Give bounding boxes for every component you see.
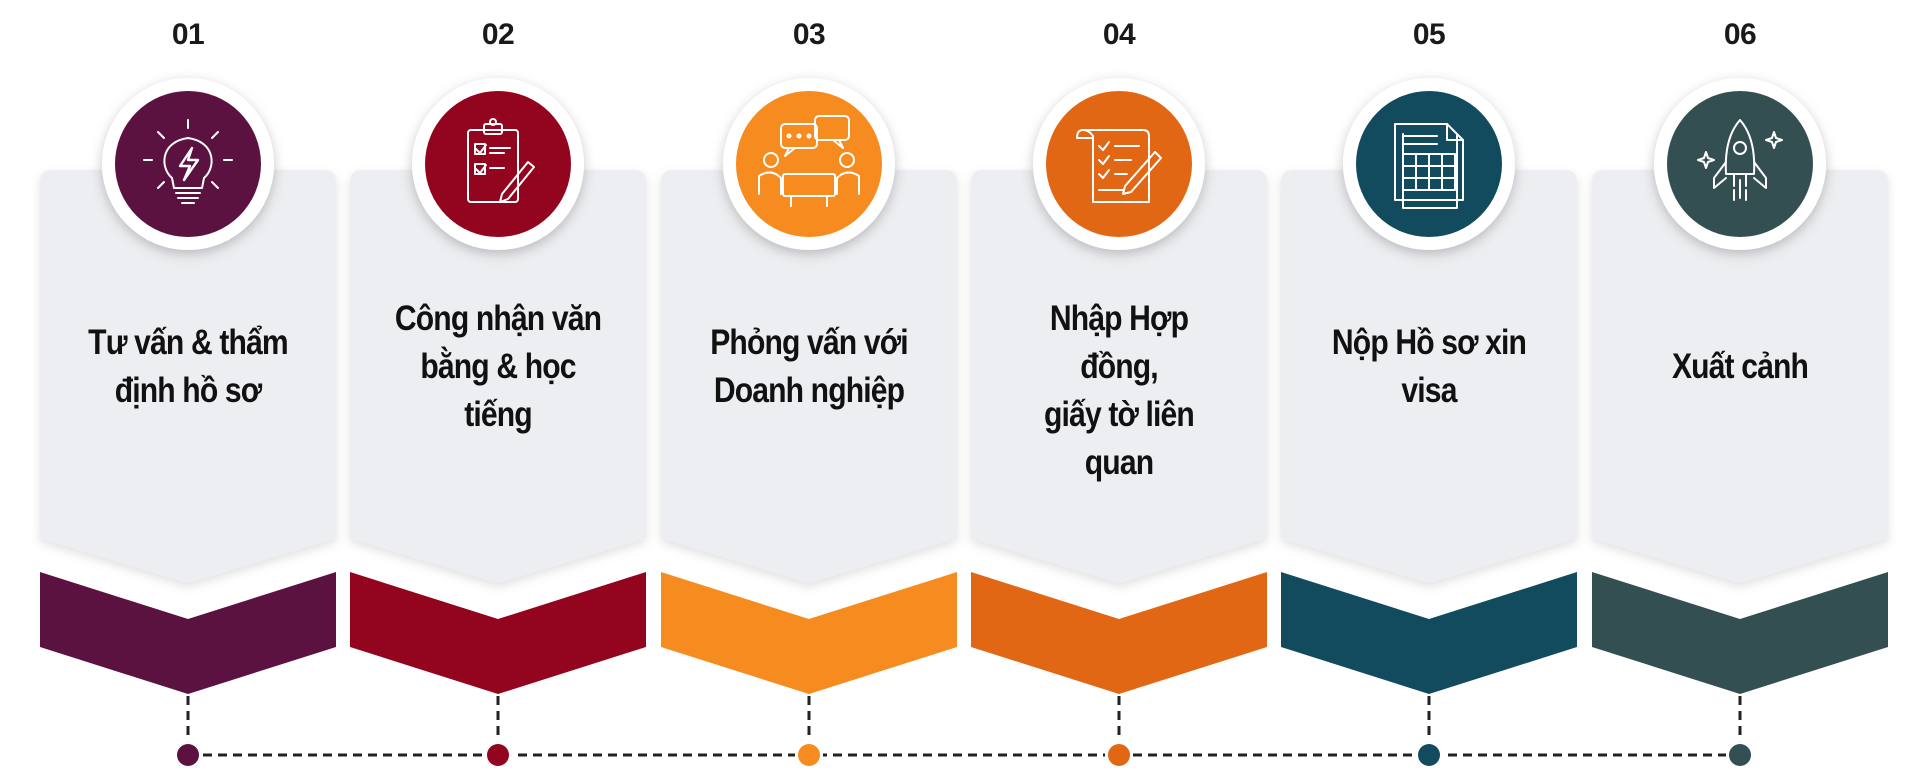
step-number-06: 06 bbox=[1723, 18, 1757, 51]
icon-circle-06 bbox=[1667, 91, 1813, 237]
timeline-dot-03 bbox=[798, 744, 820, 766]
step-title-line: Nộp Hồ sơ xin bbox=[1331, 323, 1527, 362]
step-title-line: Xuất cảnh bbox=[1671, 347, 1809, 386]
step-title-04: Nhập Hợp đồng, giấy tờ liên quan bbox=[1012, 295, 1227, 487]
step-number-02: 02 bbox=[481, 18, 515, 51]
step-title-01: Tư vấn & thẩm định hồ sơ bbox=[81, 319, 296, 415]
step-title-line: quan bbox=[1084, 443, 1154, 482]
step-title-line: Doanh nghiệp bbox=[713, 371, 905, 410]
step-title-line: bằng & học bbox=[420, 347, 576, 386]
step-chevron-03 bbox=[661, 572, 957, 694]
step-title-line: tiếng bbox=[464, 395, 532, 434]
step-title-line: định hồ sơ bbox=[114, 371, 262, 410]
step-number-04: 04 bbox=[1102, 18, 1136, 51]
icon-circle-02 bbox=[425, 91, 571, 237]
icon-circle-03 bbox=[736, 91, 882, 237]
timeline-dot-06 bbox=[1729, 744, 1751, 766]
step-number-03: 03 bbox=[792, 18, 826, 51]
lightbulb-icon bbox=[143, 119, 233, 204]
step-title-02: Công nhận văn bằng & học tiếng bbox=[391, 295, 606, 439]
step-title-line: Tư vấn & thẩm bbox=[88, 323, 288, 362]
step-card-03 bbox=[661, 170, 957, 583]
meeting-chat-icon bbox=[758, 115, 860, 207]
contract-pen-icon bbox=[1076, 129, 1162, 203]
step-title-05: Nộp Hồ sơ xin visa bbox=[1322, 319, 1537, 415]
step-number-05: 05 bbox=[1412, 18, 1446, 51]
step-chevron-06 bbox=[1592, 572, 1888, 694]
timeline-dot-05 bbox=[1418, 744, 1440, 766]
step-chevron-05 bbox=[1281, 572, 1577, 694]
step-card-01 bbox=[40, 170, 336, 583]
step-chevron-02 bbox=[350, 572, 646, 694]
step-card-06 bbox=[1592, 170, 1888, 583]
step-number-01: 01 bbox=[171, 18, 205, 51]
step-title-line: Nhập Hợp đồng, bbox=[1049, 299, 1189, 386]
timeline-dot-04 bbox=[1108, 744, 1130, 766]
step-title-line: Công nhận văn bbox=[394, 299, 602, 338]
step-title-06: Xuất cảnh bbox=[1633, 343, 1848, 391]
rocket-icon bbox=[1697, 119, 1783, 201]
icon-circle-01 bbox=[115, 91, 261, 237]
step-chevron-04 bbox=[971, 572, 1267, 694]
timeline-dot-01 bbox=[177, 744, 199, 766]
step-card-04 bbox=[971, 170, 1267, 583]
timeline-dot-02 bbox=[487, 744, 509, 766]
step-title-line: visa bbox=[1401, 371, 1457, 410]
step-card-05 bbox=[1281, 170, 1577, 583]
step-chevron-01 bbox=[40, 572, 336, 694]
step-card-02 bbox=[350, 170, 646, 583]
checklist-clipboard-icon bbox=[467, 118, 535, 203]
icon-circle-04 bbox=[1046, 91, 1192, 237]
document-table-icon bbox=[1394, 123, 1464, 209]
step-title-line: Phỏng vấn với bbox=[710, 323, 908, 362]
step-title-line: giấy tờ liên bbox=[1044, 395, 1195, 434]
